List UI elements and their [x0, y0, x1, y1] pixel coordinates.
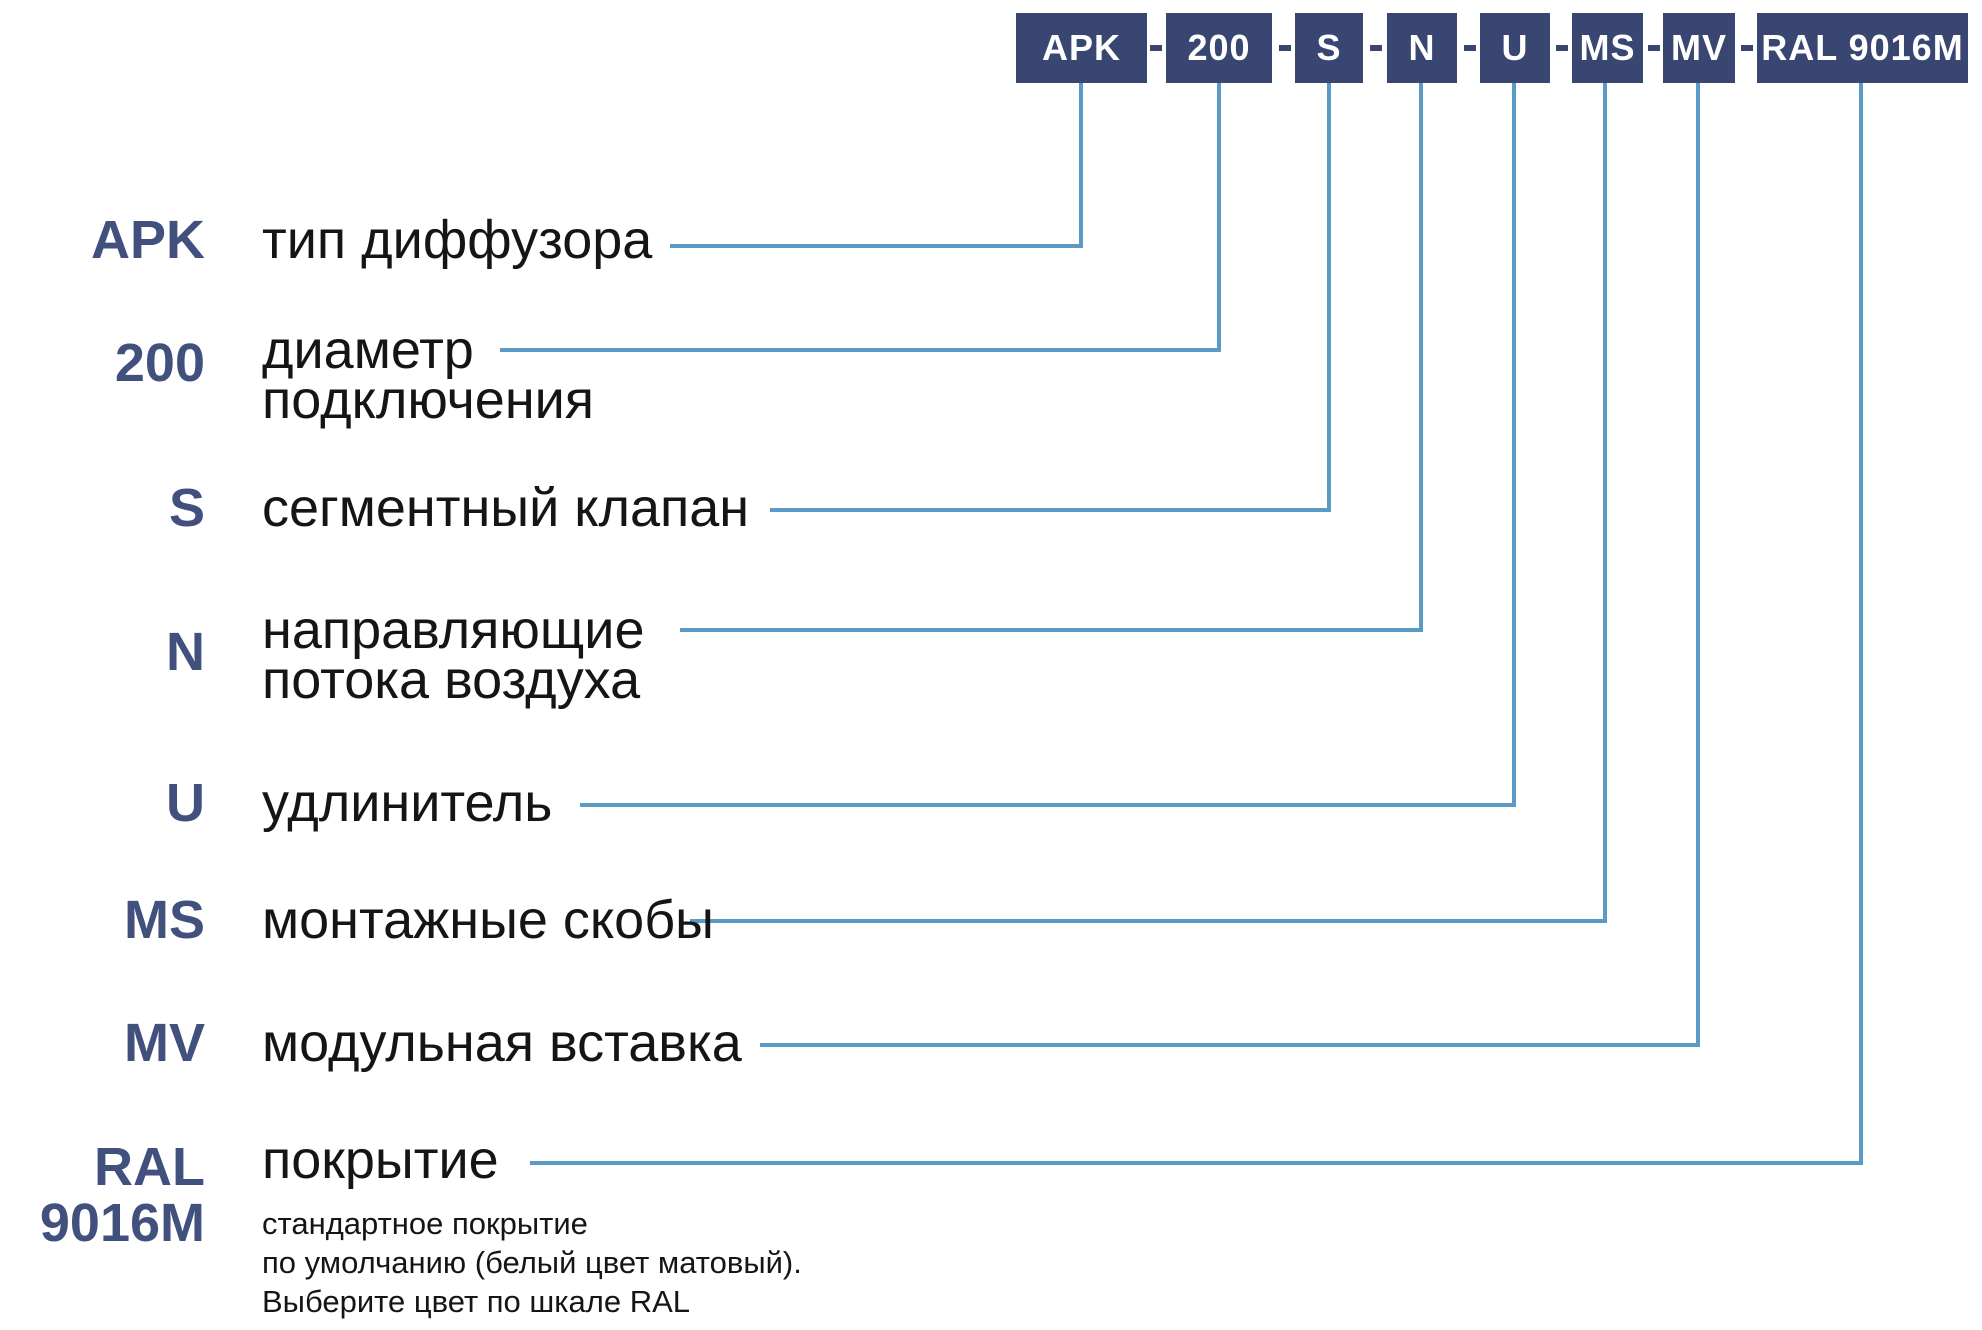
legend-code-mv: MV [124, 1013, 205, 1073]
connector-ral [530, 83, 1863, 1165]
code-separator-dash [1279, 45, 1291, 51]
connector-mv [760, 83, 1700, 1047]
code-box-u: U [1480, 13, 1550, 83]
connector-200 [500, 83, 1221, 352]
legend-label-airflow-guides: направляющие потока воздуха [262, 600, 645, 710]
legend-label-modular-insert: модульная вставка [262, 1013, 742, 1073]
code-box-n: N [1387, 13, 1457, 83]
legend-label-coating: покрытие [262, 1130, 499, 1190]
code-box-ral-9016m: RAL 9016M [1757, 13, 1968, 83]
legend-code-u: U [166, 773, 205, 833]
code-separator-dash [1648, 45, 1660, 51]
legend-code-ral-9016m: RAL 9016M [39, 1137, 205, 1253]
code-box-ms: MS [1572, 13, 1643, 83]
connector-n [680, 83, 1423, 632]
legend-label-segment-valve: сегментный клапан [262, 478, 750, 538]
code-separator-dash [1150, 45, 1162, 51]
legend-label-extender: удлинитель [262, 773, 553, 833]
connector-apk [670, 83, 1083, 248]
code-separator-dash [1556, 45, 1568, 51]
connector-ms [690, 83, 1607, 923]
code-box-s: S [1295, 13, 1363, 83]
connector-u [580, 83, 1516, 807]
legend-label-diffuser-type: тип диффузора [262, 210, 653, 270]
legend-label-mounting-brackets: монтажные скобы [262, 890, 714, 950]
legend-code-s: S [168, 478, 205, 538]
legend-code-n: N [166, 622, 205, 682]
code-box-200: 200 [1166, 13, 1272, 83]
legend-label-connection-diameter: диаметр подключения [262, 320, 595, 430]
code-box-apk: APK [1016, 13, 1147, 83]
code-separator-dash [1741, 45, 1753, 51]
connector-s [770, 83, 1331, 512]
legend-code-ms: MS [124, 890, 205, 950]
coating-note: стандартное покрытие по умолчанию (белый… [262, 1206, 802, 1319]
code-separator-dash [1464, 45, 1476, 51]
code-separator-dash [1370, 45, 1382, 51]
code-box-mv: MV [1663, 13, 1735, 83]
legend-code-200: 200 [114, 333, 205, 393]
legend-code-apk: APK [90, 210, 205, 270]
